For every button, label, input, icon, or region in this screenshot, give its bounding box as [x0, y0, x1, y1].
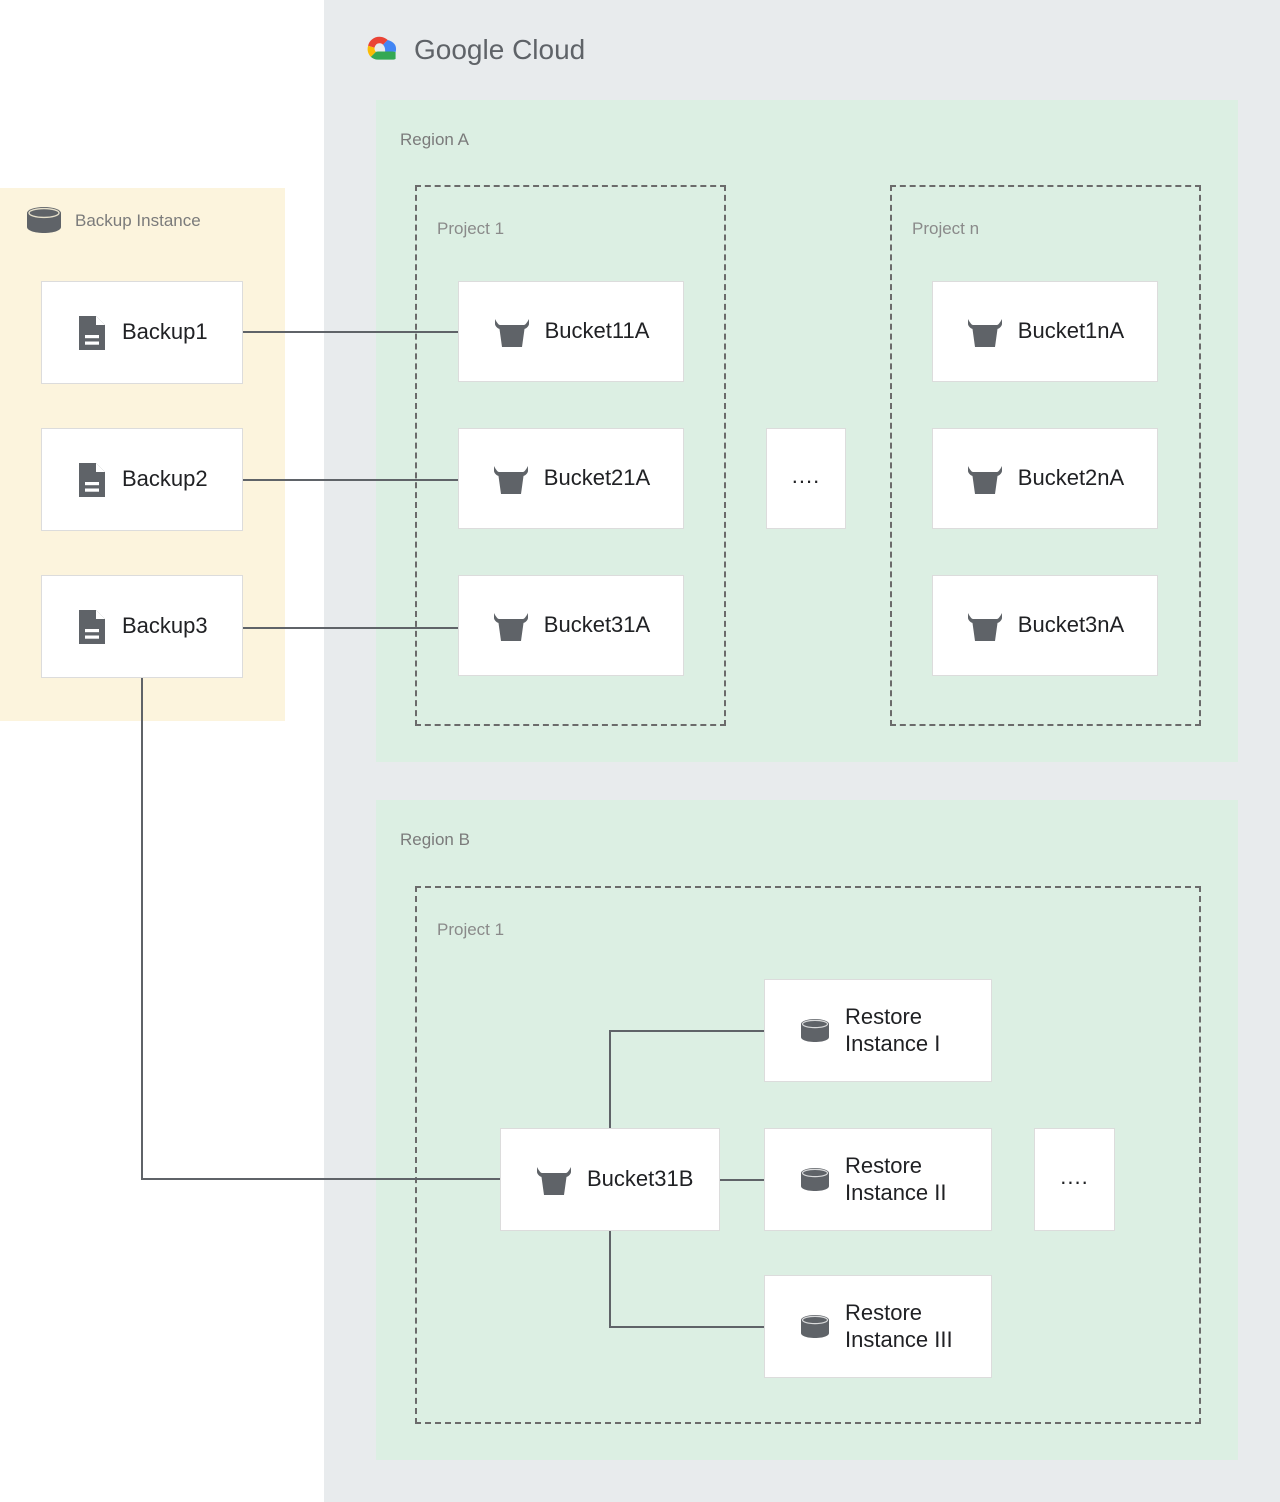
node-label: Bucket11A [544, 318, 650, 344]
document-icon [76, 461, 108, 499]
google-cloud-logo-icon [356, 30, 402, 70]
document-icon [76, 314, 108, 352]
database-cylinder-icon [799, 1018, 831, 1044]
storage-bucket-icon [966, 462, 1004, 496]
node-restore-instance-ii[interactable]: Restore Instance II [764, 1128, 992, 1231]
database-cylinder-icon [25, 206, 63, 236]
google-cloud-logo: Google Cloud [356, 30, 585, 70]
logo-word-google: Google [414, 34, 505, 65]
storage-bucket-icon [492, 609, 530, 643]
logo-word-cloud: Cloud [512, 34, 586, 65]
node-label: Restore Instance II [845, 1152, 947, 1205]
ellipsis-label: .... [1060, 1164, 1089, 1190]
wire-bucket31b-to-restore-1-horizontal [609, 1030, 766, 1032]
backup-instance-label: Backup Instance [75, 211, 201, 230]
node-label: Backup3 [122, 613, 208, 639]
node-label: Bucket3nA [1017, 612, 1125, 638]
node-label: Backup2 [122, 466, 208, 492]
wire-backup2-to-bucket21a [243, 479, 458, 481]
database-cylinder-icon [799, 1314, 831, 1340]
wire-bucket31b-to-restore-2 [718, 1179, 766, 1181]
wire-bucket31b-to-restore-3-horizontal [609, 1326, 766, 1328]
region-b-label: Region B [400, 830, 470, 849]
ellipsis-label: .... [791, 463, 821, 489]
node-bucket31a[interactable]: Bucket31A [458, 575, 684, 676]
node-bucket21a[interactable]: Bucket21A [458, 428, 684, 529]
node-backup3[interactable]: Backup3 [41, 575, 243, 678]
node-label: Restore Instance I [845, 1003, 941, 1056]
document-icon [76, 608, 108, 646]
storage-bucket-icon [966, 315, 1004, 349]
wire-backup3-to-bucket31b-horizontal [141, 1178, 500, 1180]
database-cylinder-icon [799, 1167, 831, 1193]
region-a-project-1-label: Project 1 [437, 219, 505, 238]
storage-bucket-icon [492, 462, 530, 496]
node-restore-instance-iii[interactable]: Restore Instance III [764, 1275, 992, 1378]
wire-backup1-to-bucket11a [243, 331, 458, 333]
region-a-label: Region A [400, 130, 469, 149]
node-backup2[interactable]: Backup2 [41, 428, 243, 531]
node-label: Bucket1nA [1017, 318, 1125, 344]
node-backup1[interactable]: Backup1 [41, 281, 243, 384]
wire-backup3-to-bucket31a [243, 627, 458, 629]
node-bucket1na[interactable]: Bucket1nA [932, 281, 1158, 382]
node-bucket2na[interactable]: Bucket2nA [932, 428, 1158, 529]
node-label: Bucket21A [543, 465, 651, 491]
region-a-project-1-container: Project 1 [415, 185, 726, 726]
node-label: Backup1 [122, 319, 208, 345]
region-a-ellipsis-box: .... [766, 428, 846, 529]
storage-bucket-icon [535, 1163, 573, 1197]
node-label: Bucket31B [587, 1166, 694, 1192]
wire-bucket31b-to-restore-3-vertical [609, 1179, 611, 1328]
node-bucket3na[interactable]: Bucket3nA [932, 575, 1158, 676]
node-label: Bucket2nA [1017, 465, 1125, 491]
node-label: Bucket31A [543, 612, 651, 638]
node-restore-instance-i[interactable]: Restore Instance I [764, 979, 992, 1082]
node-bucket31b[interactable]: Bucket31B [500, 1128, 720, 1231]
wire-backup3-to-bucket31b-vertical [141, 678, 143, 1180]
region-b-project-1-container: Project 1 [415, 886, 1201, 1424]
region-a-project-n-label: Project n [912, 219, 980, 238]
node-label: Restore Instance III [845, 1299, 953, 1352]
google-cloud-wordmark: Google Cloud [414, 34, 585, 66]
wire-bucket31b-to-restore-1-vertical [609, 1030, 611, 1180]
region-b-ellipsis-box: .... [1034, 1128, 1115, 1231]
storage-bucket-icon [966, 609, 1004, 643]
storage-bucket-icon [493, 315, 531, 349]
node-bucket11a[interactable]: Bucket11A [458, 281, 684, 382]
backup-instance-header: Backup Instance [25, 206, 201, 236]
region-b-project-1-label: Project 1 [437, 920, 505, 939]
region-a-project-n-container: Project n [890, 185, 1201, 726]
